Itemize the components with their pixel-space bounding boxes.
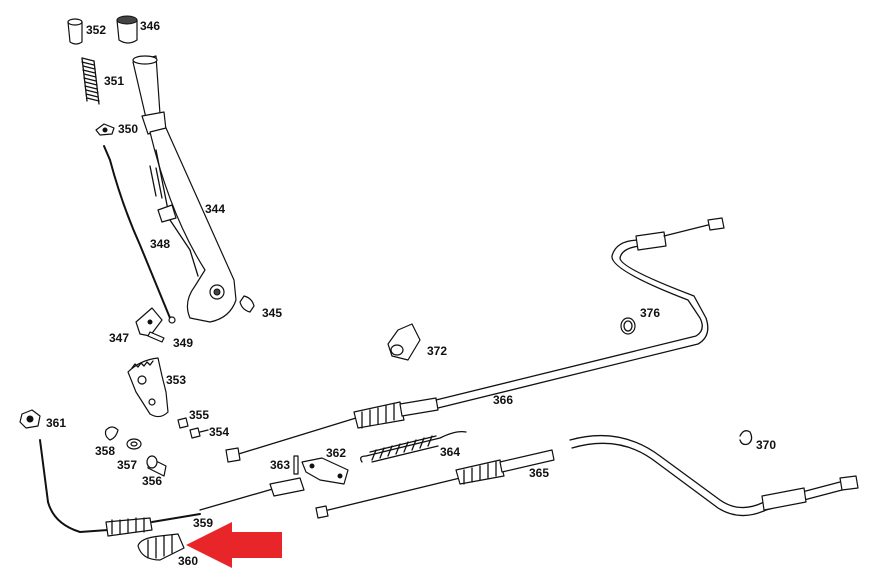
label-353: 353	[166, 373, 187, 387]
part-372-boot	[387, 323, 421, 361]
part-360-rubber-boot	[137, 533, 185, 561]
label-348: 348	[150, 237, 171, 251]
cable-front-359	[39, 439, 305, 537]
part-370-clip	[739, 430, 753, 446]
part-361-cable-nut	[19, 409, 41, 429]
part-376-ring	[620, 317, 636, 335]
cable-right	[569, 434, 859, 517]
label-352: 352	[86, 23, 107, 37]
label-365: 365	[529, 466, 550, 480]
label-346: 346	[140, 19, 161, 33]
label-362: 362	[326, 446, 347, 460]
label-359: 359	[193, 516, 214, 530]
part-354-bolt	[189, 427, 209, 439]
label-361: 361	[46, 416, 67, 430]
label-354: 354	[209, 425, 230, 439]
part-356-clevis-pin	[146, 455, 167, 477]
label-366: 366	[493, 393, 514, 407]
part-346-cap	[116, 15, 138, 44]
part-358-clip	[104, 426, 119, 441]
label-345: 345	[262, 306, 283, 320]
cable-366	[225, 217, 725, 463]
label-376: 376	[640, 306, 661, 320]
label-355: 355	[189, 408, 210, 422]
part-347-bracket	[135, 307, 163, 337]
label-360: 360	[178, 554, 199, 568]
label-350: 350	[118, 122, 139, 136]
label-358: 358	[95, 444, 116, 458]
part-344-handbrake-lever	[132, 55, 237, 323]
part-352-sleeve	[67, 18, 83, 45]
label-356: 356	[142, 474, 163, 488]
part-345-bushing	[239, 295, 255, 313]
part-350-washer	[95, 123, 115, 136]
part-364-return-spring	[360, 430, 467, 463]
part-351-spring	[81, 57, 100, 105]
part-355-nut	[177, 417, 189, 429]
label-344: 344	[205, 202, 226, 216]
part-362-equalizer	[301, 457, 349, 485]
label-347: 347	[109, 331, 130, 345]
highlight-arrow	[186, 522, 282, 568]
part-357-washer	[126, 438, 142, 450]
label-363: 363	[270, 458, 291, 472]
label-364: 364	[440, 445, 461, 459]
part-363-bolt	[293, 455, 299, 475]
part-353-ratchet-sector	[127, 357, 169, 418]
part-349-pin	[147, 331, 165, 343]
label-357: 357	[117, 458, 138, 472]
cable-365	[315, 449, 555, 519]
label-372: 372	[427, 344, 448, 358]
part-348-rod	[103, 145, 176, 324]
label-351: 351	[104, 74, 125, 88]
label-370: 370	[756, 438, 777, 452]
label-349: 349	[173, 336, 194, 350]
